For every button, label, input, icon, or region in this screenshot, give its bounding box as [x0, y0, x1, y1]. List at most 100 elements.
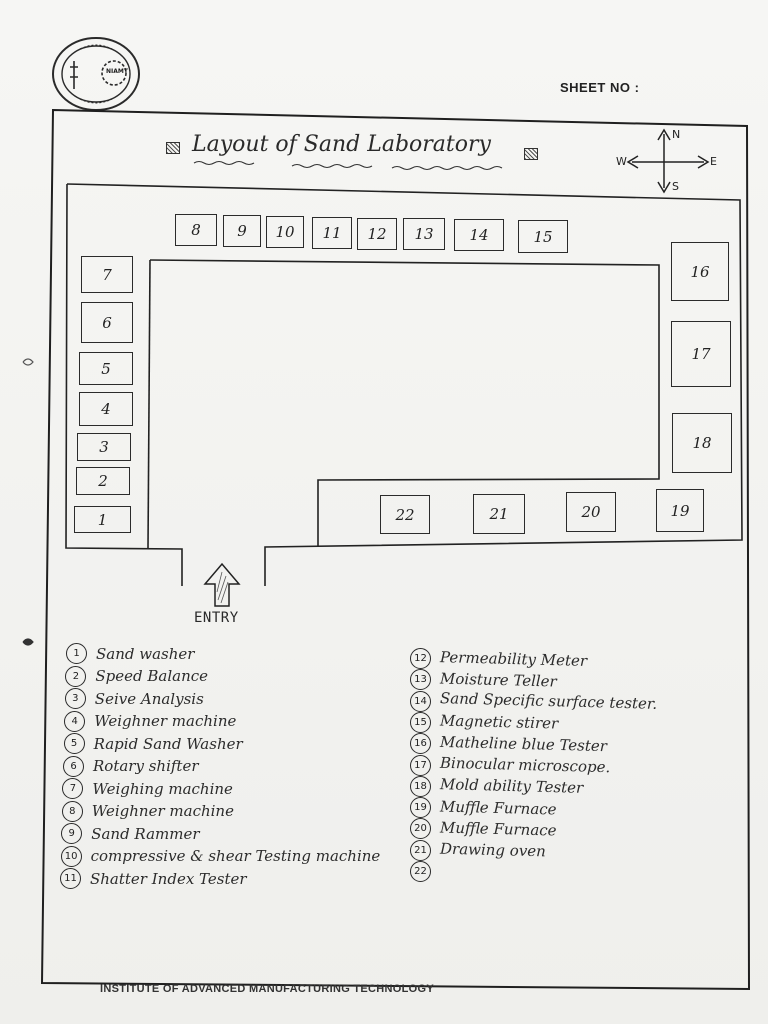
legend-number: 1	[66, 643, 87, 664]
legend-item: 4 Weighner machine	[64, 710, 237, 732]
page-title: Layout of Sand Laboratory	[192, 132, 491, 157]
legend-item: 3 Seive Analysis	[64, 688, 204, 709]
legend-label: compressive & shear Testing machine	[90, 847, 381, 865]
station-14: 14	[454, 219, 504, 251]
compass-rose-icon: N S E W	[612, 128, 722, 194]
compass-south-label: S	[672, 180, 679, 193]
legend-label: Weighner machine	[91, 802, 234, 820]
punch-hole-mark	[22, 638, 34, 646]
station-4: 4	[79, 392, 133, 426]
legend-item: 10 compressive & shear Testing machine	[60, 845, 381, 867]
legend-label: Muffle Furnace	[439, 797, 557, 819]
station-10: 10	[266, 216, 304, 248]
station-22: 22	[380, 495, 430, 534]
legend-number: 19	[410, 797, 431, 819]
legend-number: 10	[60, 845, 82, 867]
station-13: 13	[403, 218, 445, 250]
entry-label: ENTRY	[194, 610, 239, 626]
station-5: 5	[79, 352, 133, 385]
station-3: 3	[77, 433, 131, 461]
legend-item: 9 Sand Rammer	[61, 823, 200, 844]
legend-number: 18	[410, 775, 431, 797]
legend-number: 14	[410, 690, 431, 712]
seal-text: NIAMT	[106, 68, 128, 75]
station-8: 8	[175, 214, 217, 246]
station-12: 12	[357, 218, 397, 250]
legend-item: 18 Mold ability Tester	[410, 775, 584, 798]
legend-label: Binocular microscope.	[439, 753, 611, 777]
legend-item: 1 Sand washer	[66, 643, 194, 664]
legend-label: Shatter Index Tester	[90, 869, 247, 888]
station-19: 19	[656, 489, 704, 532]
legend-item: 5 Rapid Sand Washer	[63, 733, 243, 754]
punch-hole-mark	[22, 358, 34, 366]
legend-number: 15	[410, 711, 431, 733]
legend-number: 3	[64, 688, 86, 709]
station-7: 7	[81, 256, 133, 293]
station-15: 15	[518, 220, 568, 253]
legend-item: 2 Speed Balance	[65, 665, 209, 687]
legend-label: Permeability Meter	[439, 647, 588, 670]
legend-number: 9	[61, 823, 83, 844]
legend-number: 2	[65, 665, 87, 687]
legend-number: 17	[410, 754, 431, 776]
legend-item: 16 Matheline blue Tester	[410, 732, 608, 755]
legend-label: Rotary shifter	[93, 757, 199, 775]
legend-number: 21	[410, 839, 431, 861]
legend-label: Mold ability Tester	[439, 775, 584, 798]
station-17: 17	[671, 321, 731, 387]
legend-label: Weighing machine	[92, 779, 233, 798]
legend-label: Weighner machine	[94, 712, 237, 730]
legend-label: Rapid Sand Washer	[93, 734, 243, 753]
legend-item: 19 Muffle Furnace	[410, 797, 557, 818]
station-18: 18	[672, 413, 732, 473]
legend-label: Magnetic stirer	[439, 711, 559, 733]
legend-number: 4	[64, 710, 86, 732]
legend-number: 13	[410, 669, 431, 691]
station-1: 1	[74, 506, 131, 533]
station-2: 2	[76, 467, 130, 495]
legend-number: 11	[60, 868, 81, 889]
legend-item: 13 Moisture Teller	[410, 669, 557, 690]
compass-west-label: W	[616, 155, 627, 168]
compass-north-label: N	[672, 128, 681, 141]
title-bullet-icon	[166, 142, 180, 154]
legend-item: 6 Rotary shifter	[63, 755, 199, 777]
title-bullet-icon	[524, 148, 538, 160]
legend-number: 5	[63, 733, 85, 754]
legend-label: Sand Rammer	[91, 824, 200, 843]
legend-label: Matheline blue Tester	[439, 732, 608, 755]
legend-item: 11 Shatter Index Tester	[60, 868, 247, 889]
station-21: 21	[473, 494, 525, 534]
legend-number: 22	[410, 861, 431, 882]
legend-item: 20 Muffle Furnace	[410, 818, 557, 839]
legend-item: 7 Weighing machine	[62, 778, 233, 799]
station-11: 11	[312, 217, 352, 249]
institute-footer: INSTITUTE OF ADVANCED MANUFACTURING TECH…	[100, 983, 435, 995]
legend-label: Muffle Furnace	[439, 818, 557, 840]
legend-item: 21 Drawing oven	[410, 839, 547, 861]
legend-item: 17 Binocular microscope.	[410, 753, 611, 777]
legend-label: Drawing oven	[439, 839, 547, 861]
legend-item: 15 Magnetic stirer	[410, 712, 558, 733]
compass-east-label: E	[710, 155, 717, 168]
station-16: 16	[671, 242, 729, 301]
legend-label: Sand washer	[96, 644, 195, 663]
legend-number: 8	[61, 800, 83, 822]
legend-number: 16	[410, 733, 431, 755]
station-6: 6	[81, 302, 133, 343]
legend-item: 8 Weighner machine	[61, 800, 234, 822]
legend-label: Moisture Teller	[439, 669, 557, 691]
legend-label: Seive Analysis	[94, 689, 204, 708]
legend-number: 20	[410, 818, 431, 840]
sheet-number-label: SHEET NO :	[560, 80, 640, 95]
legend-number: 6	[63, 755, 84, 777]
station-20: 20	[566, 492, 616, 532]
station-9: 9	[223, 215, 261, 247]
legend-number: 7	[62, 778, 84, 799]
legend-label: Speed Balance	[95, 667, 209, 685]
